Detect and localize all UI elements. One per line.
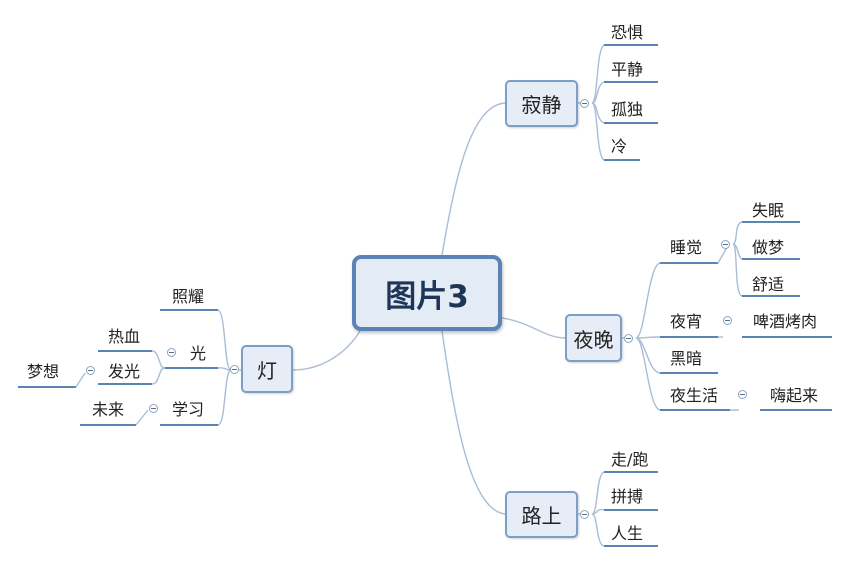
leaf-pinbo[interactable]: 拼搏 (611, 487, 644, 506)
branch-deng[interactable]: 灯 (241, 345, 293, 393)
node-xuexi[interactable]: 学习 (172, 400, 205, 419)
collapse-toggle-icon[interactable] (580, 510, 589, 519)
leaf-shushi[interactable]: 舒适 (752, 275, 785, 294)
node-heian[interactable]: 黑暗 (670, 349, 703, 368)
collapse-toggle-icon[interactable] (624, 334, 633, 343)
leaf-gudu[interactable]: 孤独 (611, 100, 644, 119)
branch-lushang[interactable]: 路上 (505, 491, 578, 538)
collapse-toggle-icon[interactable] (230, 365, 239, 374)
node-shuijiao[interactable]: 睡觉 (670, 238, 703, 257)
leaf-mengxiang[interactable]: 梦想 (27, 362, 60, 381)
leaf-zoupao[interactable]: 走/跑 (611, 450, 649, 469)
leaf-weilai[interactable]: 未来 (92, 400, 125, 419)
leaf-leng[interactable]: 冷 (611, 137, 628, 156)
collapse-toggle-icon[interactable] (149, 404, 158, 413)
leaf-zuomeng[interactable]: 做梦 (752, 238, 785, 257)
leaf-kongju[interactable]: 恐惧 (611, 23, 644, 42)
collapse-toggle-icon[interactable] (723, 316, 732, 325)
collapse-toggle-icon[interactable] (86, 366, 95, 375)
node-faguang[interactable]: 发光 (108, 362, 141, 381)
collapse-toggle-icon[interactable] (721, 240, 730, 249)
leaf-rensheng[interactable]: 人生 (611, 524, 644, 543)
node-rexue[interactable]: 热血 (108, 327, 141, 346)
leaf-haiqilai[interactable]: 嗨起来 (770, 386, 819, 405)
collapse-toggle-icon[interactable] (580, 99, 589, 108)
leaf-pijiukaorou[interactable]: 啤酒烤肉 (753, 312, 818, 331)
node-yeshenghuo[interactable]: 夜生活 (670, 386, 719, 405)
node-yexiao[interactable]: 夜宵 (670, 312, 703, 331)
branch-jijing[interactable]: 寂静 (505, 80, 578, 127)
node-guang[interactable]: 光 (190, 344, 207, 363)
collapse-toggle-icon[interactable] (738, 390, 747, 399)
node-zhaoyao[interactable]: 照耀 (172, 287, 205, 306)
leaf-pingjing[interactable]: 平静 (611, 60, 644, 79)
collapse-toggle-icon[interactable] (167, 348, 176, 357)
branch-yewan[interactable]: 夜晚 (565, 314, 622, 362)
leaf-shimian[interactable]: 失眠 (752, 201, 785, 220)
central-topic[interactable]: 图片3 (352, 255, 502, 331)
